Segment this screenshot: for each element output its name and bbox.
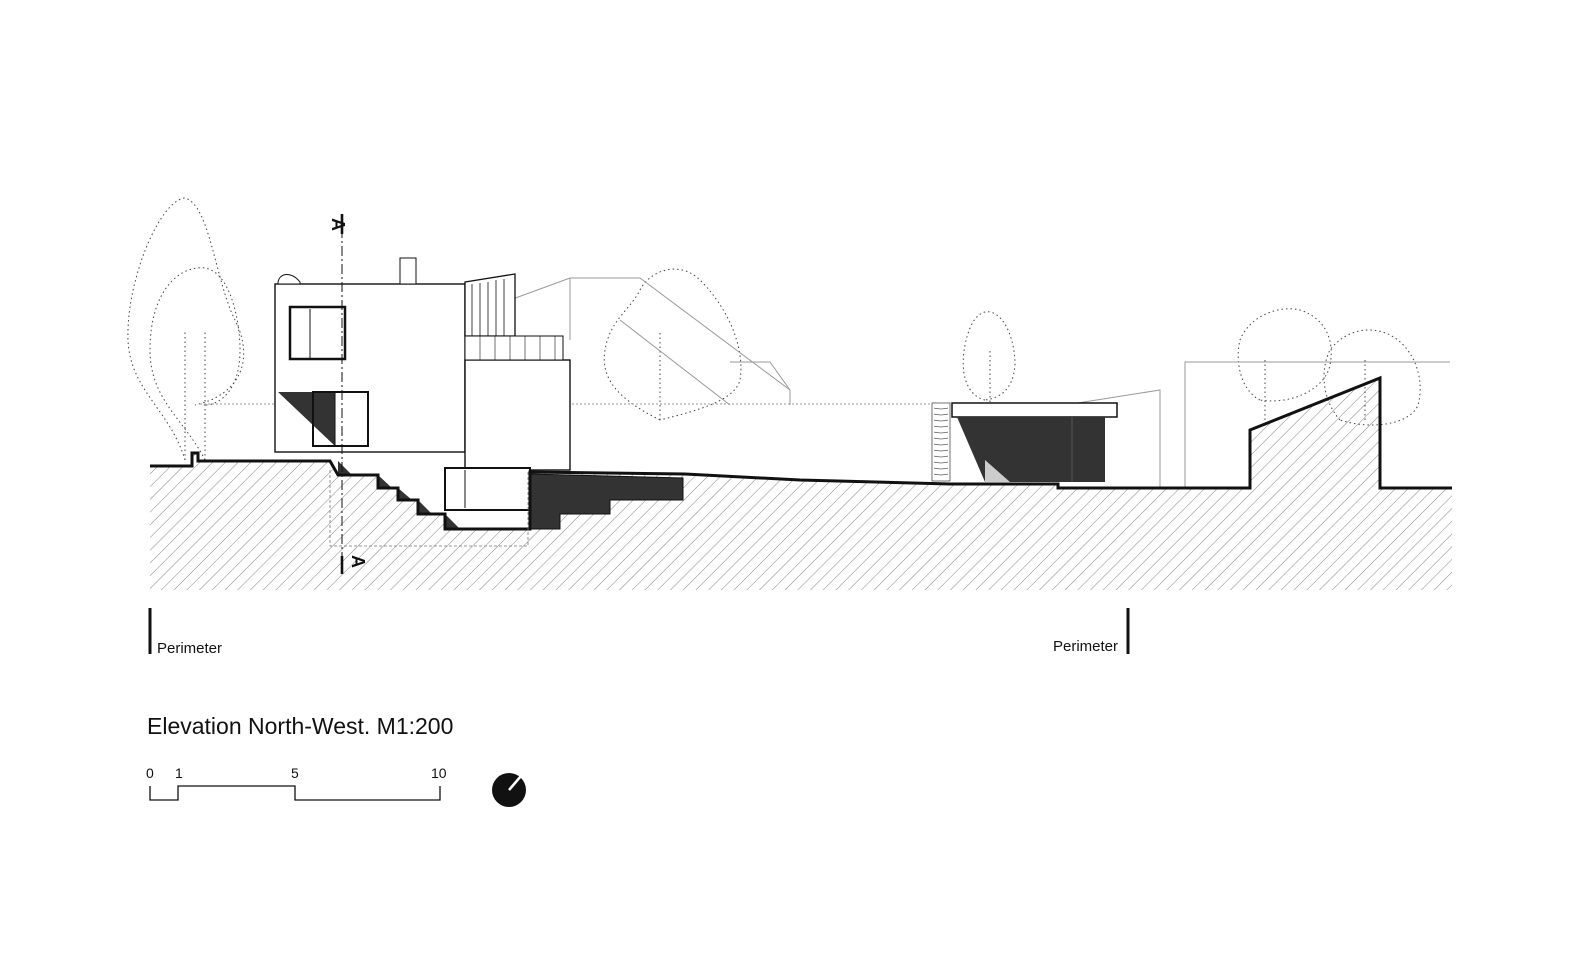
ground-hatch [150,378,1452,590]
perimeter-label-right: Perimeter [1053,638,1119,655]
scale-bar [149,785,441,801]
basement-outline [329,470,529,547]
section-marker-bottom: A [348,555,368,568]
perimeter-label-left: Perimeter [157,640,223,657]
scale-tick-1: 1 [175,765,183,781]
section-marker-top: A [328,218,348,231]
pavilion [931,402,1118,482]
ground-profile [150,375,1452,531]
scale-tick-10: 10 [431,765,447,781]
scale-tick-5: 5 [291,765,299,781]
north-arrow-icon [492,773,526,807]
drawing-title: Elevation North-West. M1:200 [147,713,454,739]
background-trees [127,197,1421,461]
main-house [274,257,684,530]
scale-tick-0: 0 [146,765,154,781]
